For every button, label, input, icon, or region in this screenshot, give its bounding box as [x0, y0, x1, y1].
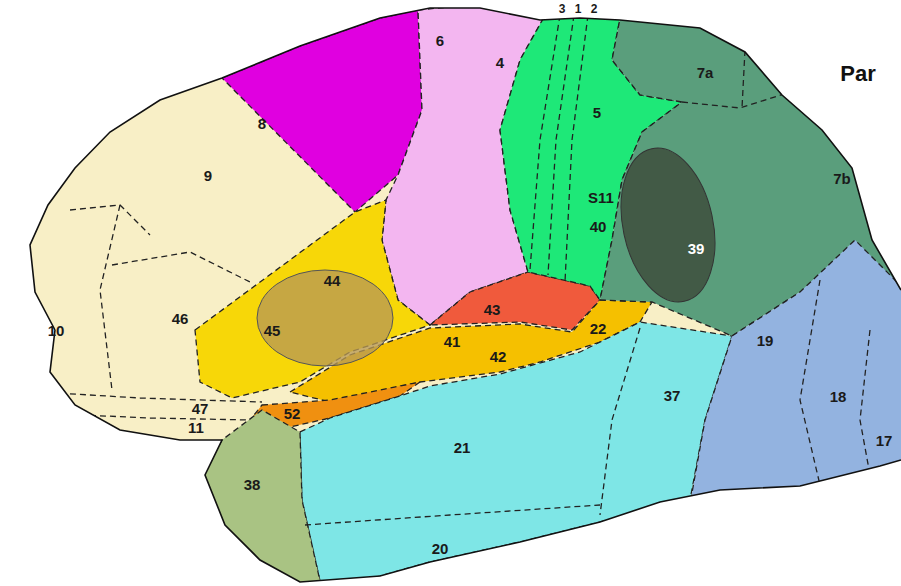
area-number: 39: [688, 241, 705, 256]
boundary: [600, 328, 640, 515]
area-number: 43: [484, 302, 501, 317]
area-number: 4: [496, 55, 504, 70]
area-number: 40: [590, 219, 607, 234]
area-number: 44: [324, 273, 341, 288]
area-number: 52: [284, 406, 301, 421]
boundary: [305, 505, 600, 525]
area-number: S11: [588, 190, 614, 205]
boundary: [800, 280, 820, 485]
area-number: 3: [559, 3, 566, 15]
area-number: 18: [830, 389, 847, 404]
wernicke-oval: [608, 139, 728, 310]
area-number: 2: [591, 3, 598, 15]
region-8: [222, 10, 422, 212]
broca-oval: [257, 270, 393, 366]
area-number: 20: [432, 541, 449, 556]
boundary: [100, 205, 120, 390]
area-number: 10: [48, 323, 65, 338]
area-number: 17: [876, 433, 893, 448]
area-number: 11: [188, 420, 204, 435]
boundary: [860, 330, 870, 475]
area-number: 45: [264, 323, 281, 338]
area-number: 46: [172, 311, 189, 326]
area-number: 21: [454, 440, 471, 455]
region-group: [40, 4, 901, 586]
boundary: [742, 50, 745, 108]
area-number: 22: [590, 321, 607, 336]
area-number: 41: [444, 334, 461, 349]
boundary: [40, 392, 262, 402]
area-number: Par: [840, 63, 875, 85]
boundary: [60, 414, 250, 420]
boundary: [70, 205, 150, 235]
area-number: 7a: [697, 65, 714, 80]
area-number: 1: [575, 3, 582, 15]
area-number: 9: [204, 168, 212, 183]
area-number: 19: [757, 333, 774, 348]
area-number: 7b: [833, 171, 851, 186]
area-number: 42: [490, 349, 507, 364]
area-number: 47: [192, 401, 209, 416]
area-number: 38: [244, 477, 261, 492]
region-occipital: [690, 240, 901, 504]
region-38: [200, 410, 322, 586]
boundary: [112, 252, 250, 282]
boundary: [682, 92, 790, 108]
boundary: [548, 15, 574, 275]
area-number: 6: [436, 33, 444, 48]
brain-outline: [30, 8, 901, 582]
region-temporal: [300, 322, 732, 586]
boundary: [530, 15, 560, 270]
area-number: 8: [258, 116, 266, 131]
area-number: 5: [593, 105, 601, 120]
boundary: [565, 15, 588, 282]
area-number: 37: [664, 388, 681, 403]
